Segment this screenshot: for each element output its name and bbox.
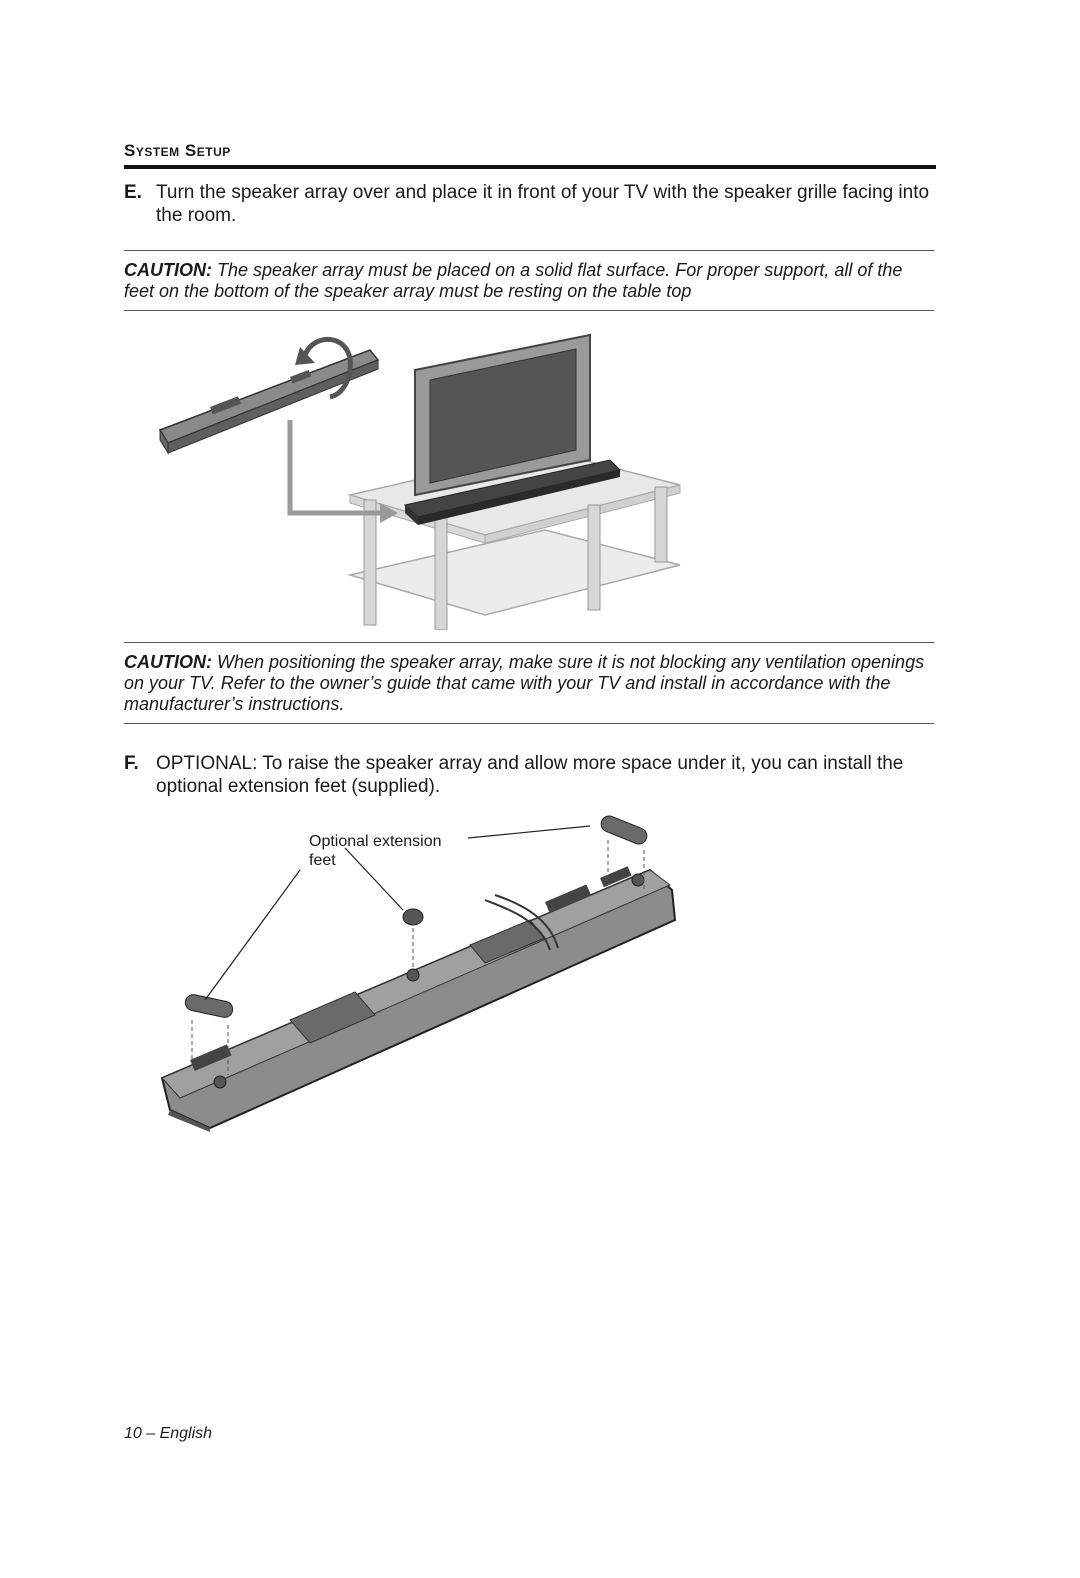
leader-line	[204, 869, 301, 1001]
caution-box-1: CAUTION: The speaker array must be place…	[124, 250, 934, 311]
extension-foot-right	[600, 815, 648, 890]
vent-grille	[190, 866, 632, 1072]
table-leg	[363, 499, 377, 626]
extension-foot-left	[184, 994, 234, 1075]
caution-label: CAUTION:	[124, 652, 212, 672]
foot	[406, 968, 420, 982]
callout-line-1: Optional extension	[309, 833, 442, 850]
connector-panel	[289, 991, 376, 1044]
table-shelf	[347, 529, 681, 616]
callout-line-2: feet	[309, 852, 336, 869]
placement-arrow	[287, 420, 382, 516]
section-title: System Setup	[124, 141, 936, 169]
leader-line	[467, 825, 591, 839]
step-f: F. OPTIONAL: To raise the speaker array …	[124, 752, 936, 798]
table-leg	[654, 486, 668, 563]
speaker-array-top-face	[161, 869, 671, 1099]
foot	[213, 1075, 227, 1089]
foot	[631, 873, 645, 887]
page-footer: 10 – English	[124, 1425, 213, 1442]
step-text: OPTIONAL: To raise the speaker array and…	[156, 753, 904, 797]
caution-text: When positioning the speaker array, make…	[124, 652, 925, 714]
leader-line	[344, 847, 404, 911]
figure-extension-feet	[160, 815, 677, 1132]
callout-extension-feet: Optional extension feet	[309, 832, 442, 870]
extension-foot-center	[402, 908, 424, 970]
step-letter: F.	[124, 753, 139, 774]
speaker-array-flipped	[158, 349, 380, 444]
tv-screen	[429, 348, 577, 484]
caution-label: CAUTION:	[124, 260, 212, 280]
step-text: Turn the speaker array over and place it…	[156, 182, 930, 226]
caution-text: The speaker array must be placed on a so…	[124, 260, 903, 301]
figure-tv-placement	[158, 333, 681, 630]
table-leg	[587, 504, 601, 611]
table-leg	[434, 512, 448, 630]
caution-box-2: CAUTION: When positioning the speaker ar…	[124, 642, 934, 724]
step-e: E. Turn the speaker array over and place…	[124, 181, 936, 227]
step-letter: E.	[124, 182, 142, 203]
rotation-arrow	[302, 337, 353, 400]
cable	[484, 899, 551, 951]
